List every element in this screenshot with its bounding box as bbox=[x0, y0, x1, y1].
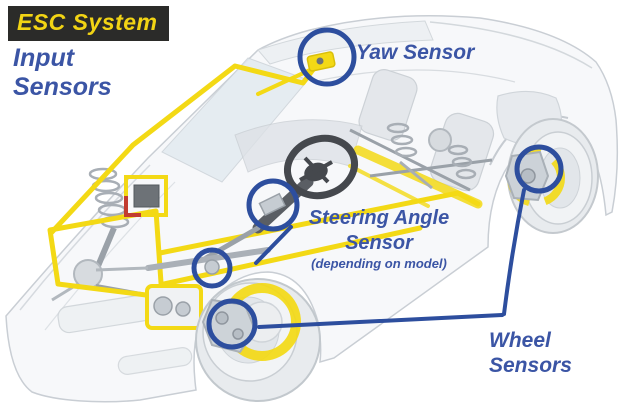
front-wheel-sensor-marker bbox=[206, 298, 258, 350]
rear-wheel-sensor-marker bbox=[514, 144, 564, 194]
steering-label-note: (depending on model) bbox=[311, 256, 447, 271]
floor-rail-lower bbox=[161, 225, 423, 287]
rear-window-line bbox=[311, 69, 516, 83]
yaw-sensor-marker bbox=[297, 27, 357, 87]
bumper-opening bbox=[117, 347, 193, 375]
rear-suspension bbox=[349, 122, 493, 192]
input-sensors-label: Input Sensors bbox=[13, 44, 112, 103]
hydraulic-unit bbox=[145, 284, 203, 330]
front-wheel bbox=[195, 278, 321, 402]
front-knuckle bbox=[73, 259, 103, 289]
steering-leader-line bbox=[254, 225, 293, 265]
steering-label-line1: Steering Angle bbox=[308, 207, 450, 229]
yaw-sensor-label: Yaw Sensor bbox=[356, 41, 475, 64]
yaw-sensor-wire bbox=[256, 68, 312, 96]
steering-angle-sensor-label: Steering Angle Sensor (depending on mode… bbox=[287, 206, 471, 271]
rear-link-highlight bbox=[348, 164, 430, 208]
steering-wheel bbox=[284, 134, 358, 200]
rear-deck-line bbox=[429, 21, 593, 69]
sensor-annotations bbox=[191, 27, 564, 350]
front-seat-left bbox=[358, 69, 418, 141]
wheel-sensors-label: Wheel Sensors bbox=[489, 328, 572, 378]
steering-column-sensor bbox=[258, 192, 286, 217]
steering-rack-sensor bbox=[204, 259, 220, 275]
ecu-unit bbox=[124, 175, 168, 217]
wheel-label-line2: Sensors bbox=[489, 354, 572, 378]
title-text: ESC System bbox=[17, 9, 158, 35]
wheel-leader-line-rear bbox=[500, 188, 526, 317]
yaw-sensor-unit bbox=[306, 51, 336, 72]
steering-column-sensor-marker bbox=[246, 178, 300, 232]
hood-crease-1 bbox=[19, 164, 151, 311]
wheel-label-line1: Wheel bbox=[489, 329, 551, 352]
input-label-line1: Input bbox=[13, 44, 75, 72]
title-badge: ESC System bbox=[8, 6, 169, 41]
steering-assembly bbox=[95, 134, 358, 275]
wheel-leader-line-front bbox=[257, 313, 504, 329]
input-label-line2: Sensors bbox=[13, 73, 112, 102]
steering-rack-sensor-marker bbox=[191, 247, 233, 289]
steering-label-line2: Sensor bbox=[345, 232, 413, 254]
